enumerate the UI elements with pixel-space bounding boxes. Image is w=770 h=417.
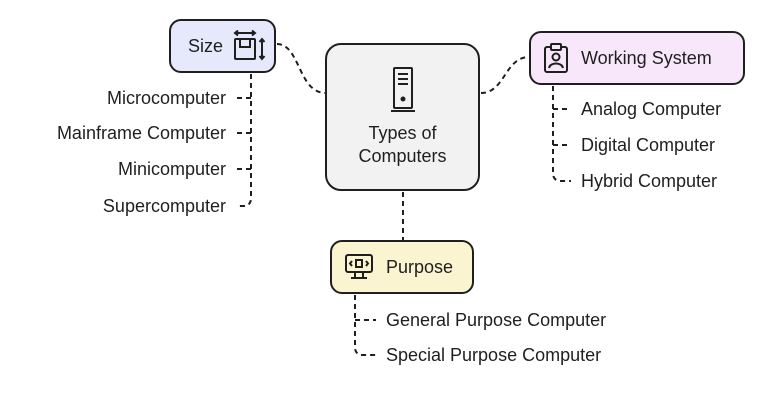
connector-size-center	[276, 43, 326, 94]
working-item-digital: Digital Computer	[581, 135, 716, 155]
working-spine	[552, 86, 571, 182]
size-node: Size	[169, 19, 276, 73]
purpose-label: Purpose	[386, 256, 454, 277]
connector-center-working	[480, 56, 530, 94]
purpose-item-special: Special Purpose Computer	[386, 345, 602, 365]
purpose-spine	[354, 295, 376, 356]
center-node: Types of Computers	[325, 43, 480, 191]
working-item-hybrid: Hybrid Computer	[581, 171, 718, 191]
working-system-label: Working System	[581, 47, 712, 68]
clipboard-user-icon	[543, 42, 569, 74]
center-title-line1: Types of	[368, 123, 437, 143]
center-title-line2: Computers	[358, 146, 447, 166]
size-item-micro: Microcomputer	[106, 88, 226, 108]
purpose-node: Purpose	[330, 240, 474, 294]
size-spine	[236, 74, 252, 207]
resize-box-icon	[233, 30, 267, 62]
working-item-analog: Analog Computer	[581, 99, 722, 119]
purpose-item-general: General Purpose Computer	[386, 310, 607, 330]
size-label: Size	[188, 35, 224, 56]
center-title: Types of Computers	[358, 122, 446, 168]
size-item-mini: Minicomputer	[117, 159, 226, 179]
working-system-node: Working System	[529, 31, 745, 85]
monitor-code-icon	[344, 252, 374, 282]
computer-tower-icon	[390, 66, 416, 116]
size-item-super: Supercomputer	[102, 196, 226, 216]
size-item-mainframe: Mainframe Computer	[56, 123, 226, 143]
